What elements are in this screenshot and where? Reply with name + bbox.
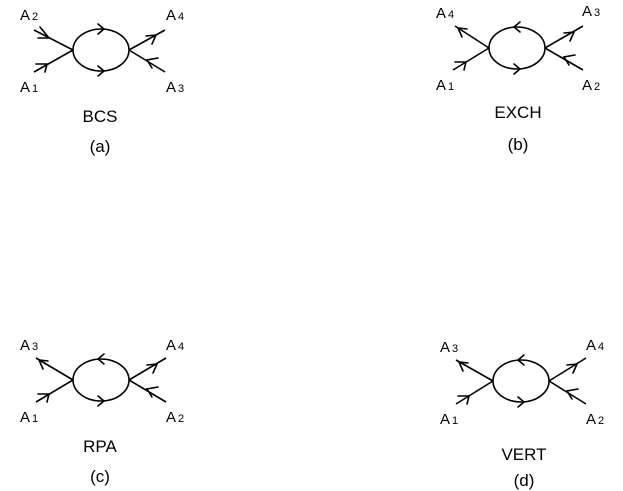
diagram-name: VERT: [501, 445, 547, 464]
leg-bottom-right: [544, 47, 584, 71]
loop: [488, 26, 546, 70]
diagram-letter: (b): [507, 135, 529, 154]
leg-top-left: [35, 357, 74, 381]
leg-bottom-left: [33, 49, 74, 73]
diagram-name: BCS: [82, 107, 118, 126]
arrow-bottom-left: [37, 393, 51, 403]
leg-top-right: [544, 25, 584, 49]
diagram-name: EXCH: [494, 103, 542, 122]
arrow-bottom-right: [145, 386, 159, 398]
feynman-diagram-rpa: [35, 353, 167, 407]
arrow-loop-top: [97, 23, 106, 35]
arrow-top-right: [146, 363, 159, 374]
arrow-top-right: [566, 363, 579, 374]
arrow-loop-top: [516, 354, 525, 366]
loop: [492, 359, 550, 403]
arrow-top-left: [37, 26, 51, 39]
arrow-bottom-right: [145, 57, 159, 69]
diagram-letter: (a): [89, 137, 111, 156]
arrow-top-left: [457, 361, 469, 372]
leg-bottom-left: [455, 380, 494, 405]
arrow-top-left: [456, 27, 468, 38]
loop: [72, 358, 130, 402]
leg-top-right: [128, 357, 167, 381]
loop: [72, 28, 130, 72]
leg-bottom-left: [35, 379, 74, 403]
leg-top-left: [454, 25, 490, 49]
leg-top-left: [455, 359, 494, 382]
feynman-diagram-exch: [452, 21, 584, 75]
arrow-loop-bottom: [513, 63, 522, 75]
arrow-bottom-left: [457, 395, 471, 405]
arrow-bottom-right: [562, 54, 576, 66]
leg-bottom-left: [452, 47, 490, 71]
arrow-loop-bottom: [517, 396, 526, 408]
arrow-loop-bottom: [97, 395, 106, 407]
arrow-bottom-left: [454, 61, 468, 71]
arrow-top-right: [145, 34, 158, 45]
leg-top-right: [548, 357, 587, 382]
diagram-name: RPA: [83, 437, 117, 456]
leg-top-right: [128, 29, 166, 51]
arrow-loop-top: [96, 353, 105, 365]
feynman-diagram-vert: [455, 354, 587, 408]
arrow-top-right: [563, 31, 576, 42]
diagram-letter: (d): [513, 471, 535, 490]
arrow-bottom-left: [35, 63, 49, 73]
arrow-top-left: [37, 359, 49, 370]
diagram-letter: (c): [90, 467, 110, 486]
arrow-loop-bottom: [97, 65, 106, 77]
arrow-loop-top: [512, 21, 521, 33]
feynman-diagram-bcs: [33, 23, 166, 77]
leg-top-left: [33, 29, 74, 51]
arrow-bottom-right: [565, 388, 579, 400]
